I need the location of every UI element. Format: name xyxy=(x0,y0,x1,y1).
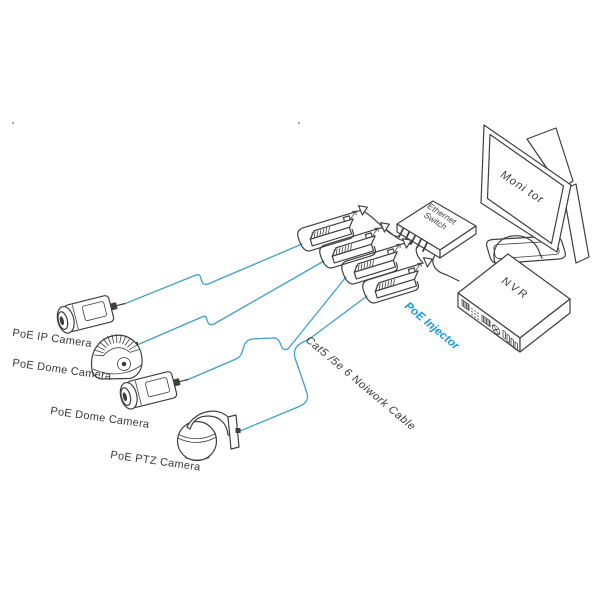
cable-camera3-to-injector3 xyxy=(186,276,347,381)
dome-rim xyxy=(92,364,142,375)
switch-nvr-cable xyxy=(432,252,460,282)
nvr-right-face xyxy=(519,298,571,353)
monitor-stand-column xyxy=(562,183,590,264)
switch-cable-4 xyxy=(415,246,424,264)
ptz-connector xyxy=(235,428,241,433)
poe-dome-camera-1 xyxy=(90,333,143,380)
ptz-band xyxy=(177,433,217,443)
ptz-dome xyxy=(176,420,218,462)
nvr-group: NVR xyxy=(457,253,571,353)
dome-rib-fins xyxy=(94,333,139,357)
nvr-monitor-cable xyxy=(493,235,543,267)
cable-camera1-to-injector1 xyxy=(123,243,303,305)
ethernet-switch-group: EthernetSwitch xyxy=(396,200,477,259)
poe-ip-camera xyxy=(53,290,129,336)
monitor-stand-base-inner xyxy=(493,241,560,259)
cable-camera2-to-injector2 xyxy=(136,260,325,346)
switch-right-face xyxy=(439,225,477,259)
cable-camera4-to-injector4 xyxy=(239,295,368,432)
dome-lens xyxy=(117,357,131,371)
stray-dot xyxy=(12,122,14,124)
ptz-mount-arm xyxy=(186,410,235,436)
nvr-fan xyxy=(491,324,501,335)
label-poe-injector: PoE Injector xyxy=(402,300,462,353)
label-poe-ip-camera: PoE IP Camera xyxy=(12,327,94,350)
nvr-front-panel xyxy=(461,298,518,352)
monitor-group: Moni tor xyxy=(480,124,590,265)
nvr-vent-dots xyxy=(471,307,479,320)
poe-ptz-camera xyxy=(176,410,241,462)
label-poe-dome-camera-2: PoE Dome Camera xyxy=(50,405,151,431)
stray-dot xyxy=(298,122,300,124)
label-network-cable: Cat5 /5e 6 Noiwork Cable xyxy=(303,334,418,433)
ptz-bracket xyxy=(227,414,240,450)
monitor-screen xyxy=(486,133,565,245)
